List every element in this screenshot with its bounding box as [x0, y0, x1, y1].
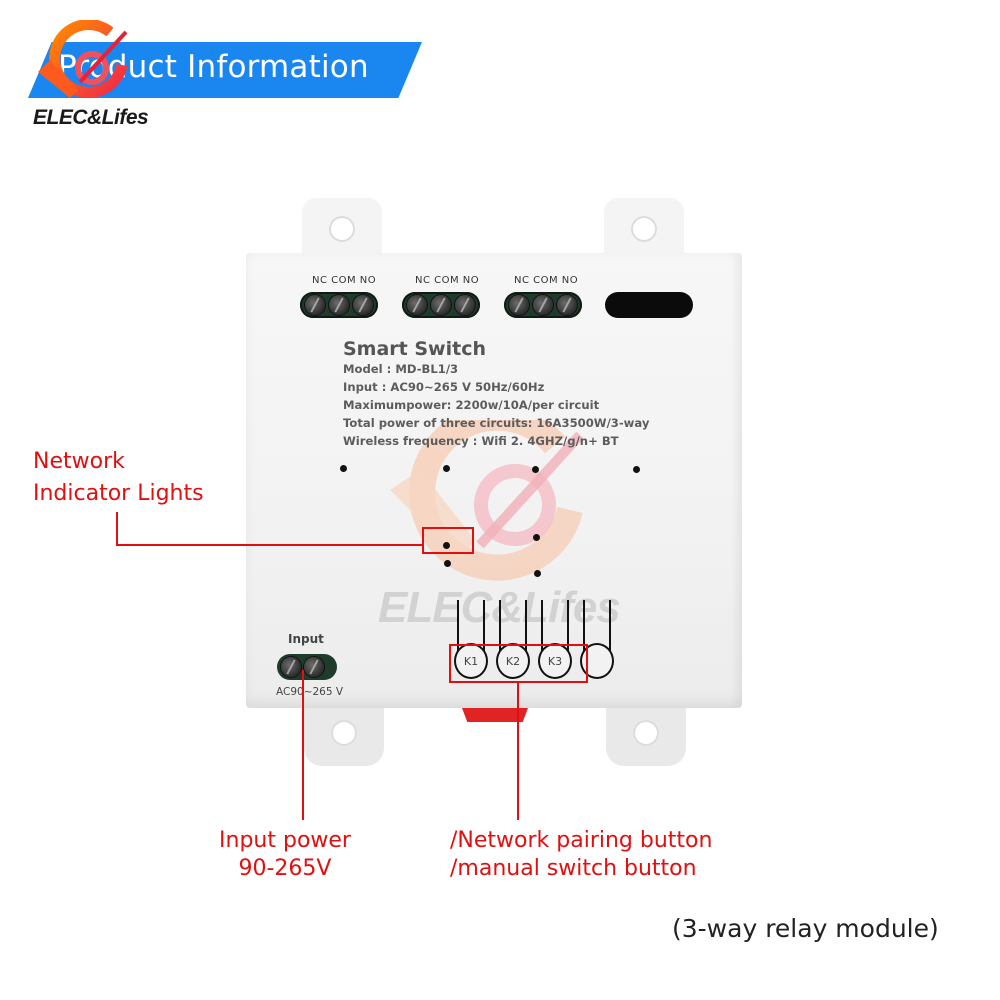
screw-icon: [557, 295, 577, 315]
spec-max-power: Maximumpower: 2200w/10A/per circuit: [343, 398, 600, 412]
button-lead: [541, 600, 543, 652]
brand-name: ELEC&Lifes: [33, 106, 149, 129]
button-lead: [483, 600, 485, 652]
input-leader-vertical: [302, 670, 304, 820]
spec-total-power: Total power of three circuits: 16A3500W/…: [343, 416, 650, 430]
network-light-highlight-box: [422, 527, 474, 554]
button-lead: [609, 600, 611, 652]
annotation-line: 90-265V: [238, 856, 332, 881]
indicator-light: [534, 570, 541, 577]
screw-icon: [304, 657, 324, 677]
screw-icon: [533, 295, 553, 315]
module-caption: (3-way relay module): [672, 914, 939, 943]
annotation-line: Input power: [219, 828, 351, 853]
relay1-terminal-block: [300, 292, 378, 318]
indicator-light: [444, 560, 451, 567]
annotation-line: /manual switch button: [450, 856, 697, 881]
mount-tab-bottom-left: [304, 700, 384, 766]
screw-icon: [407, 295, 427, 315]
indicator-light: [533, 534, 540, 541]
spec-input: Input : AC90~265 V 50Hz/60Hz: [343, 380, 545, 394]
screw-icon: [455, 295, 475, 315]
network-indicator-light: [443, 542, 450, 549]
screw-icon: [329, 295, 349, 315]
k1-button[interactable]: K1: [454, 643, 488, 679]
input-label: Input: [288, 632, 324, 646]
indicator-light: [340, 465, 347, 472]
relay3-terminal-labels: NC COM NO: [514, 275, 579, 286]
spec-model: Model : MD-BL1/3: [343, 362, 459, 376]
button-lead: [457, 600, 459, 652]
indicator-light: [443, 465, 450, 472]
annotation-line: Indicator Lights: [33, 481, 204, 506]
screw-icon: [281, 657, 301, 677]
screw-icon: [509, 295, 529, 315]
brand-logo-icon: [38, 20, 128, 98]
network-leader-vertical: [116, 512, 118, 546]
buttons-leader-vertical: [517, 683, 519, 820]
button-lead: [525, 600, 527, 652]
buttons-annotation: /Network pairing button /manual switch b…: [450, 827, 712, 883]
relay1-terminal-labels: NC COM NO: [312, 275, 377, 286]
mount-hole: [631, 216, 657, 242]
indicator-light: [633, 466, 640, 473]
annotation-line: Network: [33, 449, 125, 474]
k3-button[interactable]: K3: [538, 643, 572, 679]
watermark-logo-icon: [390, 420, 584, 581]
screw-icon: [431, 295, 451, 315]
relay2-terminal-block: [402, 292, 480, 318]
button-lead: [567, 600, 569, 652]
blank-terminal-slot: [605, 292, 693, 318]
pairing-button[interactable]: [580, 643, 614, 679]
network-leader-horizontal: [116, 544, 424, 546]
annotation-line: /Network pairing button: [450, 828, 713, 853]
input-power-annotation: Input power 90-265V: [212, 827, 358, 883]
indicator-light: [532, 466, 539, 473]
mount-hole: [331, 720, 357, 746]
button-lead: [583, 600, 585, 652]
input-terminal-block: [277, 654, 337, 680]
input-voltage-label: AC90~265 V: [276, 686, 344, 698]
relay2-terminal-labels: NC COM NO: [415, 275, 480, 286]
screw-icon: [305, 295, 325, 315]
spec-title: Smart Switch: [343, 338, 486, 360]
network-indicator-annotation: Network Indicator Lights: [33, 446, 204, 510]
relay3-terminal-block: [504, 292, 582, 318]
spec-wireless: Wireless frequency : Wifi 2. 4GHZ/g/n+ B…: [343, 434, 619, 448]
din-rail-clip: [462, 708, 528, 722]
mount-hole: [329, 216, 355, 242]
screw-icon: [353, 295, 373, 315]
mount-tab-bottom-right: [606, 700, 686, 766]
mount-hole: [633, 720, 659, 746]
button-lead: [499, 600, 501, 652]
buttons-highlight-box: [449, 644, 588, 683]
